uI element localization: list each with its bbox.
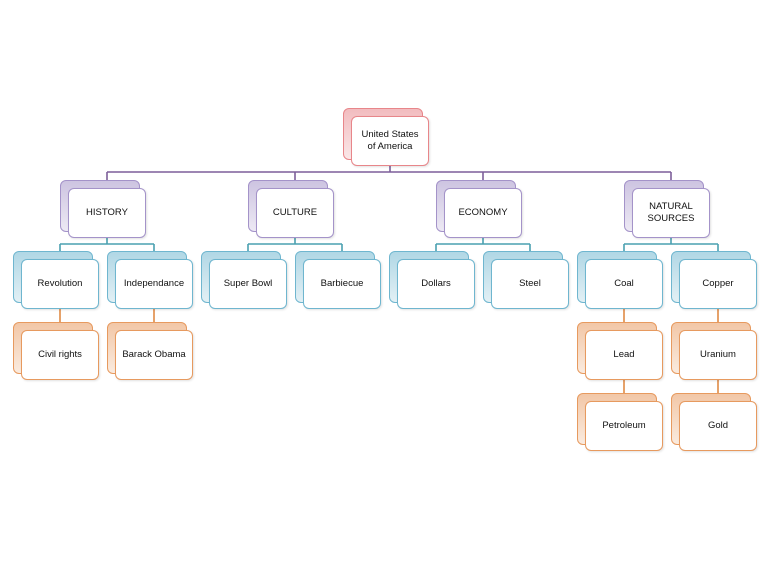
subnode-0-0-card: Revolution bbox=[21, 259, 99, 309]
category-node-0-label: HISTORY bbox=[86, 207, 128, 218]
leaf-0-0-0-card: Civil rights bbox=[21, 330, 99, 380]
subnode-0-0-label: Revolution bbox=[37, 278, 83, 289]
subnode-2-0-label: Dollars bbox=[421, 278, 451, 289]
category-node-3-card: NATURAL SOURCES bbox=[632, 188, 710, 238]
subnode-0-1: Independance bbox=[107, 251, 193, 309]
subnode-0-0: Revolution bbox=[13, 251, 99, 309]
subnode-2-1: Steel bbox=[483, 251, 569, 309]
leaf-0-0-0: Civil rights bbox=[13, 322, 99, 380]
category-node-1-card: CULTURE bbox=[256, 188, 334, 238]
subnode-0-1-label: Independance bbox=[123, 278, 185, 289]
leaf-0-1-0-label: Barack Obama bbox=[122, 349, 186, 360]
subnode-1-0-label: Super Bowl bbox=[223, 278, 273, 289]
root-node: United States of America bbox=[343, 108, 429, 166]
leaf-3-1-0-label: Uranium bbox=[700, 349, 736, 360]
subnode-3-1-card: Copper bbox=[679, 259, 757, 309]
category-node-2-card: ECONOMY bbox=[444, 188, 522, 238]
leaf-3-1-0: Uranium bbox=[671, 322, 757, 380]
subnode-3-1-label: Copper bbox=[702, 278, 734, 289]
subnode-0-1-card: Independance bbox=[115, 259, 193, 309]
root-node-card: United States of America bbox=[351, 116, 429, 166]
subnode-1-1-card: Barbiecue bbox=[303, 259, 381, 309]
leaf-3-0-0: Lead bbox=[577, 322, 663, 380]
subnode-1-1: Barbiecue bbox=[295, 251, 381, 309]
subnode-1-0-card: Super Bowl bbox=[209, 259, 287, 309]
category-node-0-card: HISTORY bbox=[68, 188, 146, 238]
category-node-1: CULTURE bbox=[248, 180, 334, 238]
subnode-3-0-label: Coal bbox=[614, 278, 634, 289]
subnode-2-1-label: Steel bbox=[519, 278, 541, 289]
subnode-1-0: Super Bowl bbox=[201, 251, 287, 309]
leaf-3-1-0-card: Uranium bbox=[679, 330, 757, 380]
leaf-0-0-0-label: Civil rights bbox=[38, 349, 82, 360]
subnode-2-0-card: Dollars bbox=[397, 259, 475, 309]
leaf-3-0-0-label: Lead bbox=[613, 349, 635, 360]
subnode-2-1-card: Steel bbox=[491, 259, 569, 309]
subnode-3-0-card: Coal bbox=[585, 259, 663, 309]
subnode-1-1-label: Barbiecue bbox=[320, 278, 364, 289]
root-node-label: United States of America bbox=[361, 129, 419, 152]
leaf-3-1-1-card: Gold bbox=[679, 401, 757, 451]
subnode-2-0: Dollars bbox=[389, 251, 475, 309]
leaf-3-0-1-label: Petroleum bbox=[602, 420, 646, 431]
category-node-2-label: ECONOMY bbox=[458, 207, 508, 218]
leaf-0-1-0-card: Barack Obama bbox=[115, 330, 193, 380]
leaf-3-0-0-card: Lead bbox=[585, 330, 663, 380]
leaf-3-1-1-label: Gold bbox=[707, 420, 729, 431]
subnode-3-1: Copper bbox=[671, 251, 757, 309]
leaf-3-0-1: Petroleum bbox=[577, 393, 663, 451]
leaf-3-1-1: Gold bbox=[671, 393, 757, 451]
category-node-2: ECONOMY bbox=[436, 180, 522, 238]
category-node-3-label: NATURAL SOURCES bbox=[647, 201, 695, 224]
category-node-0: HISTORY bbox=[60, 180, 146, 238]
leaf-3-0-1-card: Petroleum bbox=[585, 401, 663, 451]
subnode-3-0: Coal bbox=[577, 251, 663, 309]
leaf-0-1-0: Barack Obama bbox=[107, 322, 193, 380]
category-node-3: NATURAL SOURCES bbox=[624, 180, 710, 238]
category-node-1-label: CULTURE bbox=[272, 207, 318, 218]
